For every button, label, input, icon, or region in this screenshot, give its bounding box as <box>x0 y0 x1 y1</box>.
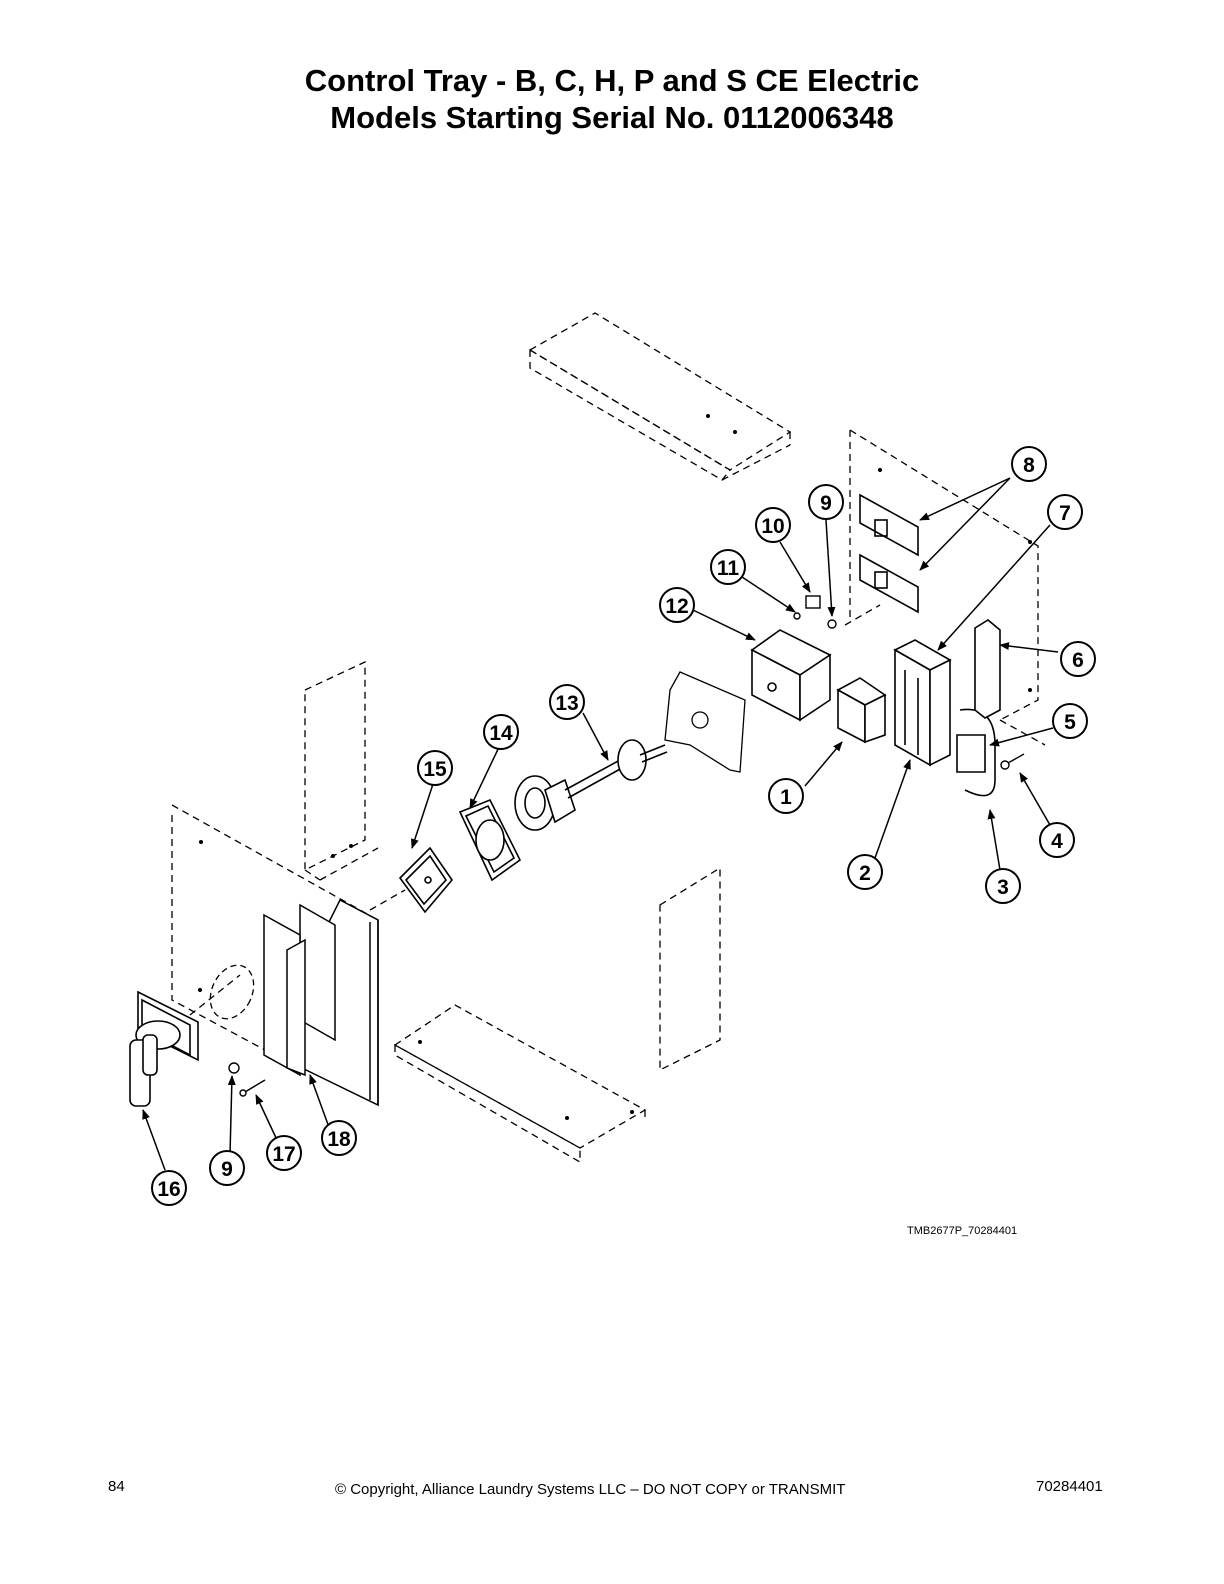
callout-18: 18 <box>327 1128 351 1151</box>
callout-3: 3 <box>997 876 1009 899</box>
copyright-notice: © Copyright, Alliance Laundry Systems LL… <box>335 1481 846 1498</box>
handle-part-16 <box>129 990 199 1107</box>
mounting-holes <box>198 414 1032 1120</box>
callout-1: 1 <box>780 786 792 809</box>
switch-part-12 <box>750 629 832 722</box>
title-line-1: Control Tray - B, C, H, P and S CE Elect… <box>304 63 920 98</box>
callout-14: 14 <box>489 722 513 745</box>
callout-9-bottom: 9 <box>221 1158 233 1181</box>
callout-6: 6 <box>1072 649 1084 672</box>
blocks-part-8 <box>859 493 919 614</box>
callout-2: 2 <box>859 862 871 885</box>
screw-and-pin <box>228 1062 266 1097</box>
callout-7: 7 <box>1059 502 1071 525</box>
callout-9-top: 9 <box>820 492 832 515</box>
page-title: Control Tray - B, C, H, P and S CE Elect… <box>0 62 1224 136</box>
phantom-tray-outline <box>171 312 1046 1164</box>
callout-circles <box>151 446 1096 1206</box>
callout-12: 12 <box>665 595 688 618</box>
callout-13: 13 <box>555 692 578 715</box>
title-line-2: Models Starting Serial No. 0112006348 <box>330 100 894 135</box>
strap-part-3 <box>956 708 996 797</box>
callout-15: 15 <box>423 758 447 781</box>
cover-part-1 <box>836 677 887 744</box>
screw-part-4 <box>1000 753 1025 770</box>
callout-11: 11 <box>717 557 740 580</box>
label-plates <box>263 903 336 1077</box>
drawing-id: TMB2677P_70284401 <box>907 1225 1017 1237</box>
bezel-part-14 <box>458 798 522 882</box>
callout-16: 16 <box>157 1178 180 1201</box>
small-fasteners <box>793 595 837 629</box>
shaft-part-13 <box>514 739 668 831</box>
gasket-part-15 <box>398 846 454 914</box>
callout-4: 4 <box>1051 830 1063 853</box>
leader-arrows <box>142 477 1059 1171</box>
mounting-plate <box>664 671 746 773</box>
callout-10: 10 <box>761 515 784 538</box>
callout-17: 17 <box>272 1143 295 1166</box>
terminal-block-part-2 <box>893 639 952 767</box>
callout-8: 8 <box>1023 454 1035 477</box>
rail-part-6 <box>974 619 1001 719</box>
page-number: 84 <box>108 1478 125 1495</box>
document-number: 70284401 <box>1036 1478 1103 1495</box>
callout-5: 5 <box>1064 711 1076 734</box>
